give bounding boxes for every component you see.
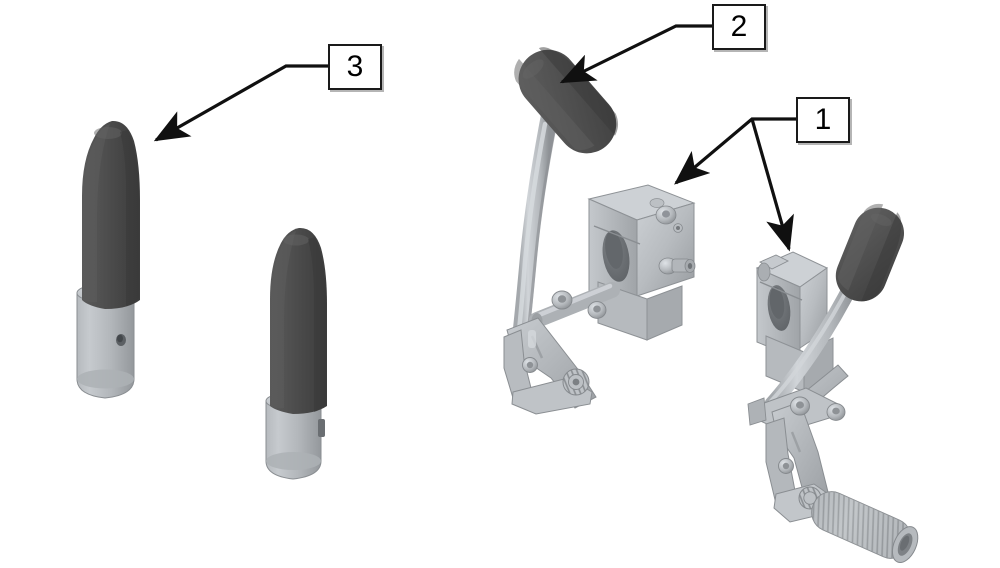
right-bracket-bolt-a (790, 396, 810, 416)
callout-box-2: 2 (712, 4, 766, 50)
right-lever-shaft (764, 270, 863, 412)
right-lower-bracket (765, 396, 846, 523)
right-bracket-bolt-b (826, 403, 846, 421)
leader-line-2 (559, 24, 712, 84)
left-lever-grip (514, 47, 619, 154)
left-clamp-block (587, 184, 696, 341)
left-bracket-bolt-a (551, 290, 573, 310)
right-lever-grip (835, 203, 905, 302)
leader-line-1-right (750, 118, 794, 252)
callout-label-3: 3 (346, 50, 364, 83)
left-bracket-bolt-b (587, 301, 607, 319)
right-bracket-bolt-c (778, 458, 794, 474)
leader-line-1-left (674, 117, 796, 185)
left-clamp-bolt-lower (658, 257, 696, 275)
knob-a (76, 120, 140, 399)
callout-box-1: 1 (796, 97, 850, 143)
right-assembly (747, 203, 919, 563)
callout-label-1: 1 (814, 103, 832, 136)
left-linkage-bracket (503, 290, 607, 415)
knob-a-grip (82, 120, 140, 309)
callout-box-3: 3 (328, 44, 382, 90)
leader-lines (153, 24, 796, 252)
knob-b (265, 227, 327, 480)
right-footpeg (811, 491, 919, 563)
left-bracket-pivot-bolt (562, 368, 590, 396)
knob-b-grip (270, 227, 327, 414)
left-bracket-bolt-c (522, 357, 538, 373)
leader-line-3 (153, 64, 328, 142)
left-clamp-bolt-upper (655, 205, 683, 233)
knob-b-side-tab (318, 419, 325, 437)
callout-label-2: 2 (730, 10, 748, 43)
left-assembly (503, 47, 696, 415)
